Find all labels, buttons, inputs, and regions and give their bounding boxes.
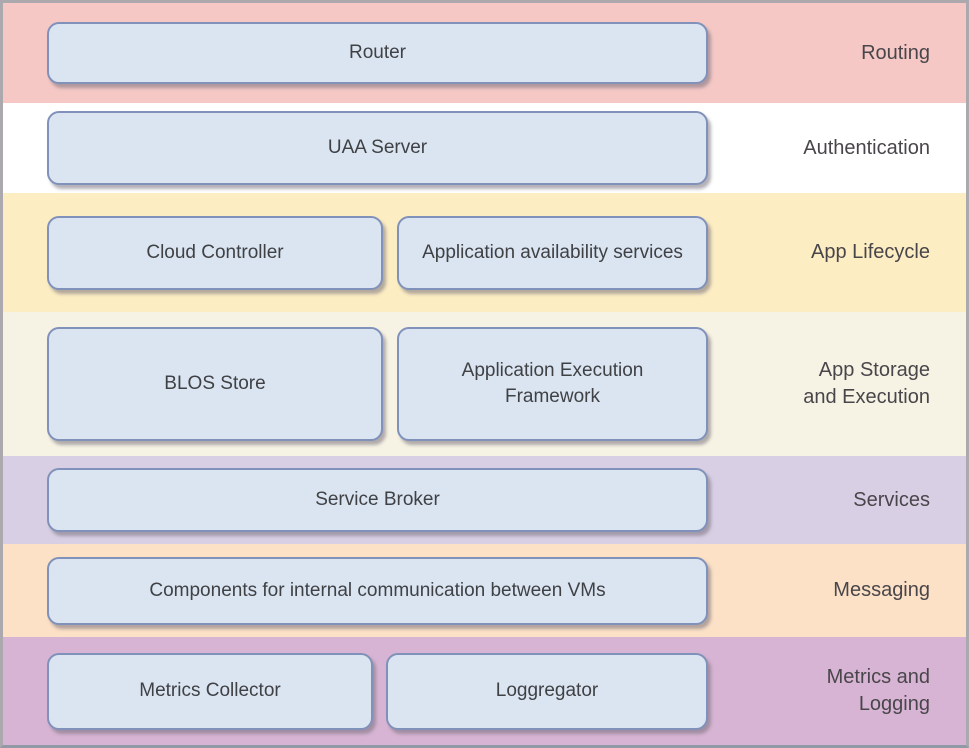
band-label-services: Services (853, 488, 930, 511)
band-app-lifecycle-components: Cloud Controller Application availabilit… (47, 215, 708, 290)
band-authentication: UAA Server Authentication (3, 103, 966, 193)
band-label-messaging: Messaging (833, 579, 930, 601)
band-routing: Router Routing (3, 3, 966, 103)
component-uaa-server: UAA Server (47, 111, 708, 185)
component-application-execution-framework: Application Execution Framework (397, 327, 708, 441)
component-service-broker: Service Broker (47, 468, 708, 532)
band-services-components: Service Broker (47, 468, 708, 532)
band-routing-components: Router (47, 22, 708, 84)
band-app-lifecycle: Cloud Controller Application availabilit… (3, 193, 966, 312)
band-messaging-components: Components for internal communication be… (47, 556, 708, 625)
component-application-availability-services: Application availability services (397, 215, 708, 290)
band-authentication-components: UAA Server (47, 111, 708, 185)
band-label-routing: Routing (861, 41, 930, 64)
component-cloud-controller: Cloud Controller (47, 215, 383, 290)
band-label-app-storage-execution: App Storage and Execution (803, 359, 930, 408)
component-router: Router (47, 22, 708, 84)
band-app-storage-execution: BLOS Store Application Execution Framewo… (3, 312, 966, 456)
component-blos-store: BLOS Store (47, 327, 383, 441)
band-label-authentication: Authentication (803, 136, 930, 159)
component-metrics-collector: Metrics Collector (47, 652, 373, 730)
band-label-metrics-logging: Metrics and Logging (826, 666, 930, 715)
band-metrics-logging: Metrics Collector Loggregator Metrics an… (3, 637, 966, 745)
band-label-app-lifecycle: App Lifecycle (811, 241, 930, 263)
band-metrics-logging-components: Metrics Collector Loggregator (47, 652, 708, 730)
band-services: Service Broker Services (3, 456, 966, 544)
band-app-storage-components: BLOS Store Application Execution Framewo… (47, 327, 708, 441)
band-messaging: Components for internal communication be… (3, 544, 966, 637)
component-internal-communication: Components for internal communication be… (47, 556, 708, 625)
component-loggregator: Loggregator (386, 652, 708, 730)
